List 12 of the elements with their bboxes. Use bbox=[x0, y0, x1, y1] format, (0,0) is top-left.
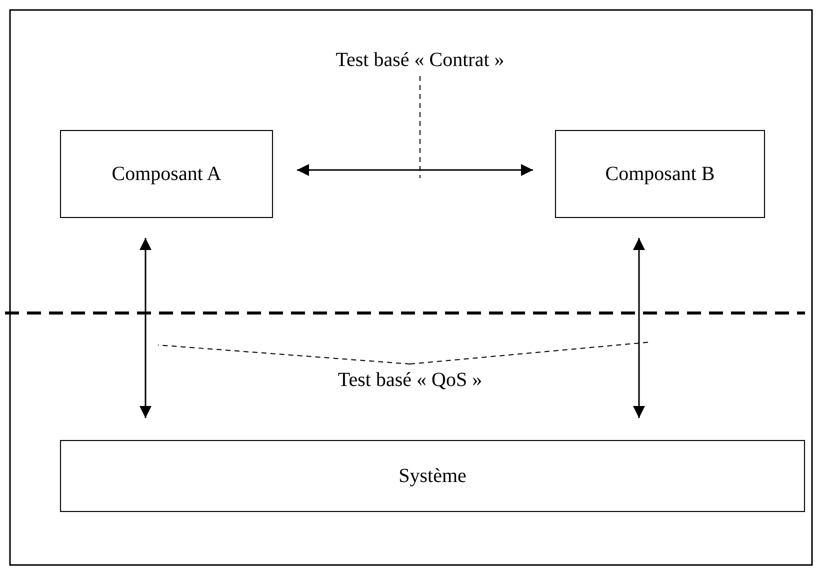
box-label: Composant A bbox=[112, 162, 222, 186]
component-box bbox=[60, 440, 805, 512]
box-label: Système bbox=[398, 464, 466, 488]
annotation-text: Test basé « QoS » bbox=[338, 368, 482, 392]
double-arrow bbox=[297, 164, 533, 176]
annotation-text: Test basé « Contrat » bbox=[336, 48, 504, 72]
double-arrow bbox=[140, 238, 152, 418]
leader-line bbox=[158, 344, 410, 364]
double-arrow bbox=[633, 238, 645, 418]
component-box bbox=[60, 130, 273, 218]
box-label: Composant B bbox=[605, 162, 715, 186]
component-box bbox=[555, 130, 765, 218]
